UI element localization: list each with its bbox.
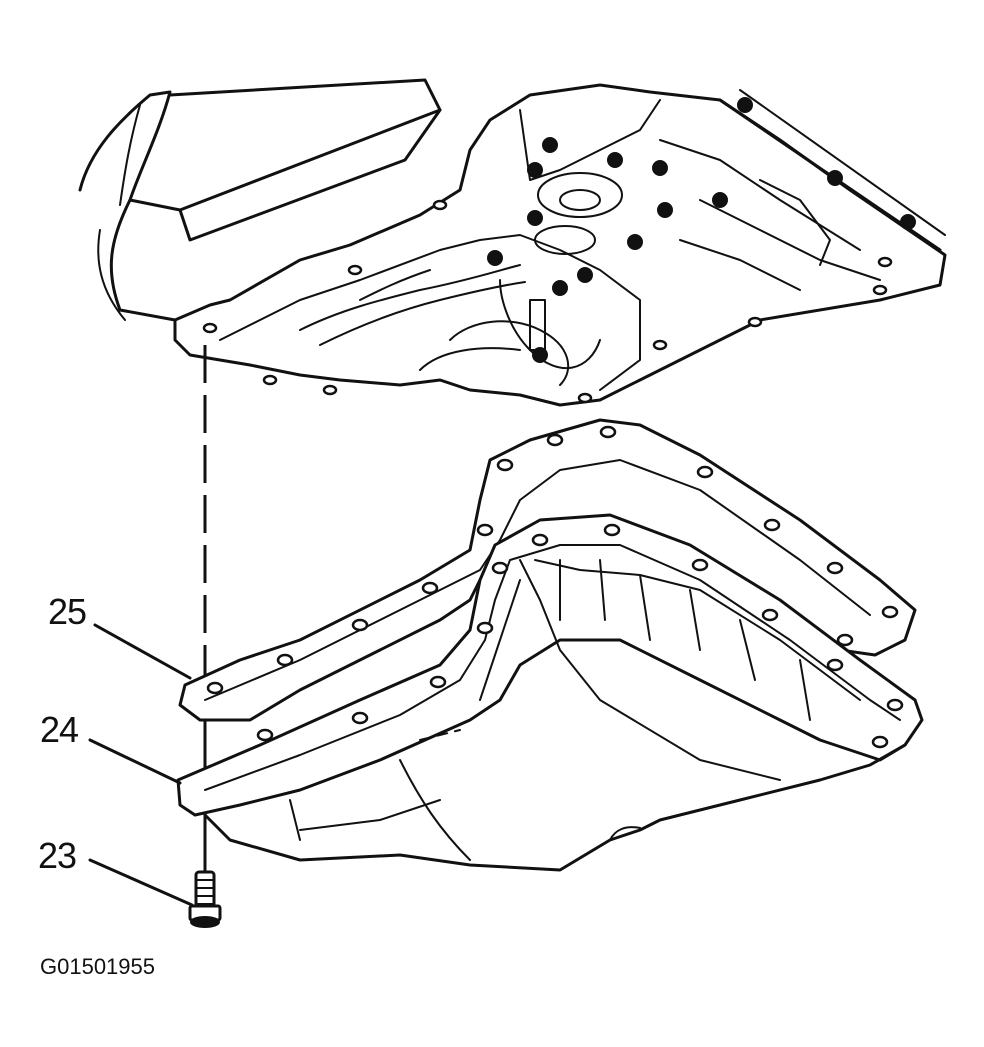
leader-25 [93,623,192,680]
case-bolts [487,97,916,363]
callout-23: 23 [38,835,77,876]
leader-lines [88,623,194,907]
callout-25: 25 [48,591,87,632]
callout-24: 24 [40,709,79,750]
pan-gasket [178,418,917,722]
transmission-case [78,78,947,407]
case-flange-holes [202,199,893,404]
oil-pan [176,513,924,872]
figure-id: G01501955 [40,954,155,979]
leader-24 [88,738,182,785]
pan-bolt [188,870,222,928]
leader-23 [88,858,194,907]
